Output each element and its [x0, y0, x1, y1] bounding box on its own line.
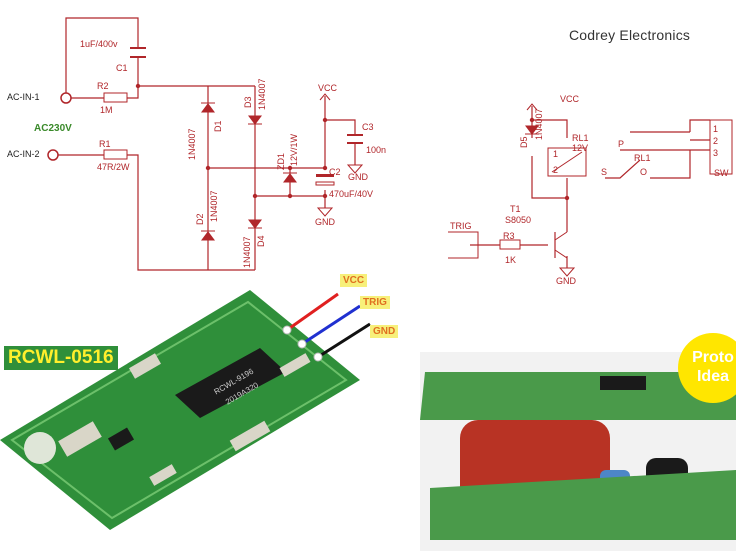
- ac-in-2-terminal: [47, 149, 59, 161]
- d5-diode: [525, 125, 539, 135]
- c2-value: 470uF/40V: [329, 189, 374, 199]
- t1-name: T1: [510, 204, 521, 214]
- zd1-name: ZD1: [276, 152, 286, 170]
- r1-resistor: [103, 149, 128, 160]
- r2-value: 1M: [100, 105, 113, 115]
- ground-symbols: [316, 164, 576, 277]
- zd1-value: 12V/1W: [289, 133, 299, 166]
- sw-connector: [709, 119, 733, 175]
- rl1-contact-name: RL1: [634, 153, 651, 163]
- power-supply-wires: [57, 17, 710, 271]
- gnd-label-2: GND: [315, 217, 335, 227]
- wire-gnd-label: GND: [370, 325, 399, 338]
- vcc-arrows: [319, 93, 538, 111]
- r2-name: R2: [97, 81, 109, 91]
- relay-pin-1: 1: [553, 149, 559, 159]
- gnd-wire: [317, 322, 371, 359]
- vcc-wire: [286, 292, 339, 332]
- rl1-name: RL1: [572, 133, 589, 143]
- ac-in-2-label: AC-IN-2: [7, 149, 40, 159]
- r1-value: 47R/2W: [97, 162, 130, 172]
- c2-name: C2: [329, 167, 341, 177]
- d5-name: D5: [519, 136, 529, 148]
- vcc-label-2: VCC: [560, 94, 580, 104]
- ac-in-1-terminal: [60, 92, 72, 104]
- d2-name: D2: [195, 213, 205, 225]
- contact-p: P: [618, 139, 625, 149]
- t1-transistor: [554, 231, 568, 259]
- sw-pin-3: 3: [713, 148, 719, 158]
- proto-idea-badge: Proto Idea: [678, 333, 736, 403]
- rl1-value: 12V: [572, 143, 589, 153]
- ac-in-1-label: AC-IN-1: [7, 92, 40, 102]
- sw-name: SW: [714, 168, 729, 178]
- wire-vcc-label: VCC: [340, 274, 368, 287]
- sw-pin-2: 2: [713, 136, 719, 146]
- r3-name: R3: [503, 231, 515, 241]
- trig-wire: [301, 304, 361, 346]
- trig-terminal: [448, 231, 479, 259]
- d3-name: D3: [243, 96, 253, 108]
- d5-value: 1N4007: [534, 108, 544, 140]
- badge-line-2: Idea: [696, 368, 729, 385]
- contact-o: O: [640, 167, 648, 177]
- r2-resistor: [103, 92, 128, 103]
- badge-line-1: Proto: [692, 349, 734, 366]
- t1-value: S8050: [505, 215, 532, 225]
- c2-capacitor: [316, 174, 334, 177]
- bridge-diodes: [201, 102, 539, 241]
- rcwl-module-board: [0, 290, 360, 530]
- d2-value: 1N4007: [209, 190, 219, 222]
- module-name-label: RCWL-0516: [4, 346, 118, 370]
- trig-label: TRIG: [450, 221, 472, 231]
- d1-value: 1N4007: [187, 128, 197, 160]
- gnd-label-3: GND: [556, 276, 576, 286]
- d1-name: D1: [213, 120, 223, 132]
- junction-dots: [135, 83, 570, 201]
- r3-value: 1K: [505, 255, 517, 265]
- wire-trig-label: TRIG: [360, 296, 390, 309]
- r3-resistor: [499, 239, 521, 250]
- rcwl-chip: [175, 348, 286, 418]
- contact-s: S: [601, 167, 608, 177]
- d4-name: D4: [256, 235, 266, 247]
- c1-value: 1uF/400v: [80, 39, 118, 49]
- r1-name: R1: [99, 139, 111, 149]
- c3-value: 100n: [366, 145, 387, 155]
- d4-value: 1N4007: [242, 236, 252, 268]
- relay-pin-2: 2: [553, 165, 559, 175]
- gnd-label-1: GND: [348, 172, 368, 182]
- ac-voltage-label: AC230V: [34, 123, 72, 134]
- d3-value: 1N4007: [257, 78, 267, 110]
- c3-name: C3: [362, 122, 374, 132]
- sw-pin-1: 1: [713, 124, 719, 134]
- vcc-label-1: VCC: [318, 83, 338, 93]
- c1-name: C1: [116, 63, 128, 73]
- brand-title: Codrey Electronics: [569, 27, 691, 43]
